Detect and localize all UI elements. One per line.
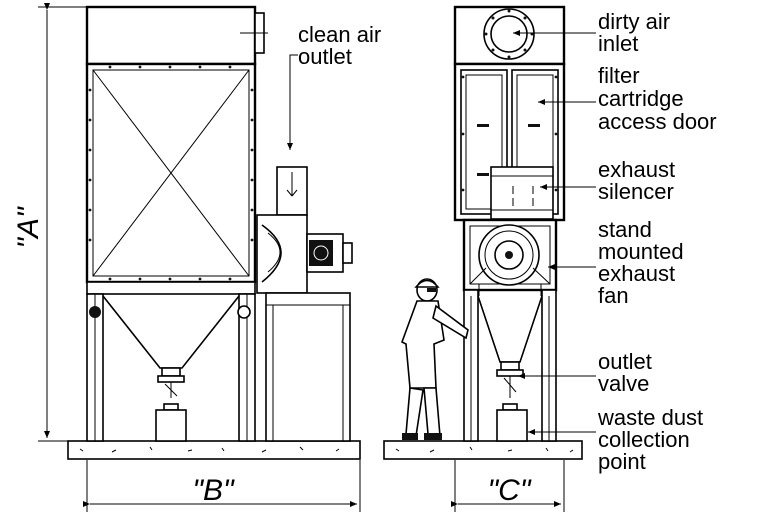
callout-outlet-valve: outlet valve [598, 349, 652, 396]
exhaust-fan-line-2: mounted [598, 239, 684, 264]
front-view [383, 5, 583, 512]
exhaust-fan-line-1: stand [598, 217, 652, 242]
side-inspection-port-right [237, 305, 251, 319]
callout-dirty-air-inlet: dirty air inlet [598, 9, 670, 56]
side-top-plenum [85, 5, 257, 66]
callout-exhaust-fan: stand mounted exhaust fan [598, 217, 684, 308]
side-dust-bin [155, 403, 187, 442]
exhaust-silencer-line-1: exhaust [598, 157, 675, 182]
dimension-c-label: "C" [488, 474, 532, 507]
callout-clean-air-outlet: clean air outlet [298, 22, 381, 69]
dirty-air-inlet-line-1: dirty air [598, 9, 670, 34]
waste-dust-line-2: collection [598, 427, 690, 452]
dimension-c-line [451, 460, 565, 512]
exhaust-fan-line-3: exhaust [598, 261, 675, 286]
side-hopper-frame [86, 281, 256, 295]
dimension-b-label: "B" [192, 474, 235, 507]
side-fan-stand [265, 292, 351, 442]
side-concrete-base [67, 440, 361, 460]
filter-door-line-1: filter [598, 63, 640, 88]
front-exhaust-fan [462, 218, 558, 296]
callout-exhaust-silencer: exhaust silencer [598, 157, 675, 204]
dirty-air-inlet-port [483, 8, 535, 60]
dimension-b-line [83, 460, 361, 512]
exhaust-silencer [490, 166, 554, 220]
side-exhaust-fan [256, 166, 353, 294]
callout-waste-dust: waste dust collection point [597, 405, 703, 474]
filter-door-line-3: access door [598, 109, 717, 134]
outlet-valve-line-2: valve [598, 371, 649, 396]
waste-dust-line-1: waste dust [597, 405, 703, 430]
worker-figure [401, 278, 469, 440]
side-hopper-cone [102, 295, 240, 369]
dimension-a-line [38, 3, 86, 442]
front-hopper-cone [477, 295, 543, 363]
side-housing-bolts [88, 65, 254, 281]
dirty-air-inlet-line-2: inlet [598, 31, 638, 56]
filter-door-line-2: cartridge [598, 86, 684, 111]
side-outlet-valve [157, 367, 185, 398]
front-concrete-base [383, 440, 583, 460]
front-outlet-valve [496, 361, 524, 398]
outlet-valve-line-1: outlet [598, 349, 652, 374]
clean-air-outlet-line-1: clean air [298, 22, 381, 47]
waste-dust-line-3: point [598, 449, 646, 474]
callout-filter-access-door: filter cartridge access door [598, 63, 717, 134]
exhaust-silencer-line-2: silencer [598, 179, 674, 204]
exhaust-fan-line-4: fan [598, 283, 629, 308]
leader-lines [287, 30, 596, 435]
dimension-a-label: "A" [12, 206, 45, 249]
side-view [38, 3, 361, 512]
front-dust-bin [496, 403, 528, 442]
clean-air-outlet-line-2: outlet [298, 44, 352, 69]
side-inspection-port-left [89, 306, 101, 318]
